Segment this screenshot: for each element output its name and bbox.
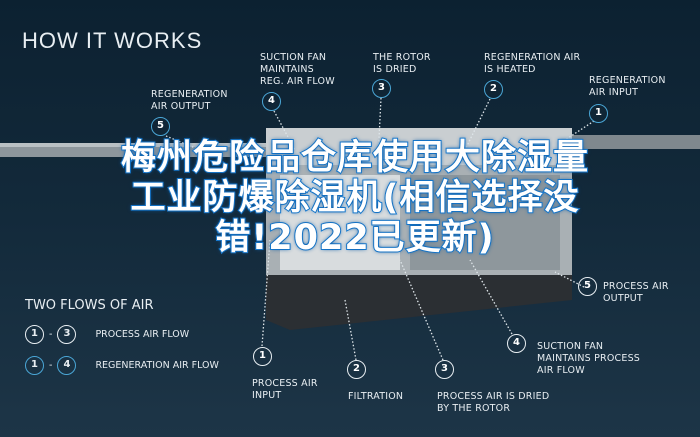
leader-lines [165, 97, 595, 361]
flow-label: REGENERATION AIR FLOW [95, 360, 219, 371]
flow-end-number: 3 [57, 325, 77, 344]
flows-title: TWO FLOWS OF AIR [25, 298, 154, 313]
machine-panel-2 [410, 175, 560, 270]
flow-end-number: 4 [57, 356, 77, 375]
callout-number-3: 3 [435, 360, 454, 379]
flow-start-number: 1 [25, 356, 44, 375]
machine-panel [280, 175, 400, 270]
callout-number-3: 3 [372, 79, 391, 98]
callout-number-4: 4 [507, 334, 526, 353]
overlay-title: 梅州危险品仓库使用大除湿量工业防爆除湿机(相信选择没错!2022已更新) [120, 137, 589, 259]
flow-dash: - [49, 360, 53, 371]
flow-dash: - [49, 329, 53, 340]
callout-label-process-input: PROCESS AIR INPUT [252, 378, 318, 401]
flow-legend-regeneration: 1 - 4 REGENERATION AIR FLOW [25, 356, 219, 375]
callout-label-regen-heated: REGENERATION AIR IS HEATED [484, 52, 581, 75]
callout-number-5: 5 [578, 277, 597, 296]
machine-base [266, 275, 572, 330]
callout-number-4: 4 [262, 92, 281, 111]
callout-number-5: 5 [151, 117, 170, 136]
left-duct-highlight [0, 143, 275, 147]
callout-number-2: 2 [347, 360, 366, 379]
flow-label: PROCESS AIR FLOW [95, 329, 190, 340]
callout-label-filtration: FILTRATION [348, 391, 404, 402]
callout-label-regen-output: REGENERATION AIR OUTPUT [151, 89, 228, 112]
callout-label-regen-input: REGENERATION AIR INPUT [589, 75, 666, 98]
callout-label-process-output: PROCESS AIR OUTPUT [603, 281, 669, 304]
right-duct [565, 135, 700, 149]
callout-number-2: 2 [484, 80, 503, 99]
callout-label-rotor-dried: THE ROTOR IS DRIED [373, 52, 431, 75]
callout-label-suction-fan-process: SUCTION FAN MAINTAINS PROCESS AIR FLOW [537, 341, 641, 376]
callout-label-process-dried: PROCESS AIR IS DRIED BY THE ROTOR [437, 391, 550, 414]
machine-top [266, 128, 572, 165]
callout-number-1: 1 [253, 347, 272, 366]
callout-label-suction-fan-reg: SUCTION FAN MAINTAINS REG. AIR FLOW [260, 52, 335, 87]
page-heading: HOW IT WORKS [22, 28, 203, 53]
flow-start-number: 1 [25, 325, 44, 344]
callout-number-1: 1 [589, 104, 608, 123]
flow-legend-process: 1 - 3 PROCESS AIR FLOW [25, 325, 189, 344]
